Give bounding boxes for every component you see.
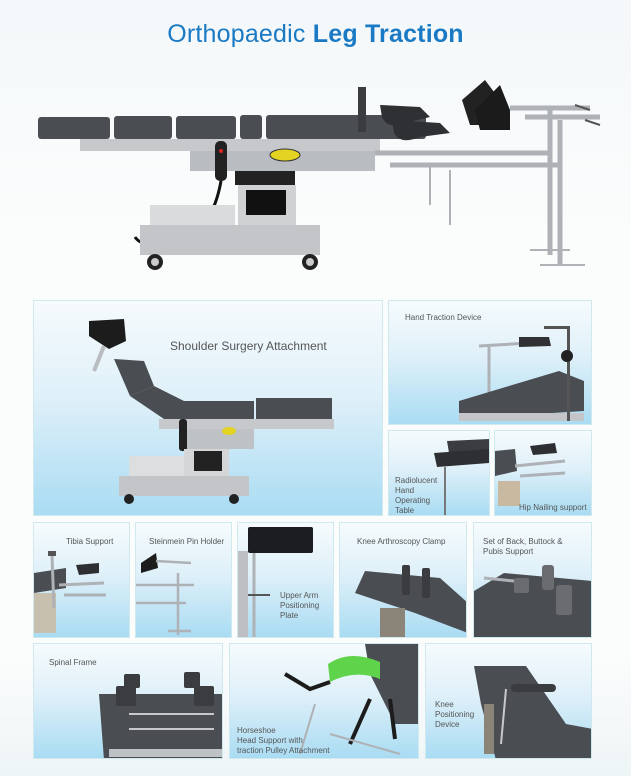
panel-tibia-support: Tibia Support bbox=[33, 522, 130, 638]
panel-back-buttock-pubis-support: Set of Back, Buttock & Pubis Support bbox=[473, 522, 592, 638]
knee-positioning-icon bbox=[474, 666, 591, 758]
tibia-support-icon bbox=[34, 551, 106, 633]
panel-knee-arthroscopy-clamp: Knee Arthroscopy Clamp bbox=[339, 522, 467, 638]
label-tibia-support: Tibia Support bbox=[66, 537, 114, 546]
panel-hand-traction-device: Hand Traction Device bbox=[388, 300, 592, 425]
operating-table-icon bbox=[38, 80, 601, 270]
panel-radiolucent-hand-operating-table: Radiolucent Hand Operating Table bbox=[388, 430, 490, 516]
shoulder-table-icon bbox=[89, 319, 334, 504]
label-knee-arthroscopy-clamp: Knee Arthroscopy Clamp bbox=[357, 537, 446, 546]
radiolucent-table-icon bbox=[434, 439, 489, 515]
title-light: Orthopaedic bbox=[167, 20, 313, 48]
panel-horseshoe-head-support: Horseshoe Head Support with traction Pul… bbox=[229, 643, 419, 759]
horseshoe-head-support-icon bbox=[283, 644, 418, 755]
upper-arm-plate-icon bbox=[238, 527, 313, 637]
label-spinal-frame: Spinal Frame bbox=[49, 658, 97, 667]
label-steinmein-pin-holder: Steinmein Pin Holder bbox=[149, 537, 225, 546]
panel-knee-positioning-device: Knee Positioning Device bbox=[425, 643, 592, 759]
label-upper-arm: Upper Arm Positioning Plate bbox=[280, 591, 320, 620]
back-buttock-support-icon bbox=[474, 565, 591, 637]
hand-traction-icon bbox=[459, 326, 584, 421]
panel-upper-arm-positioning-plate: Upper Arm Positioning Plate bbox=[237, 522, 334, 638]
label-horseshoe: Horseshoe Head Support with traction Pul… bbox=[237, 726, 330, 755]
label-hand-traction-device: Hand Traction Device bbox=[405, 313, 482, 322]
spinal-frame-icon bbox=[99, 672, 222, 758]
label-hip-nailing-support: Hip Nailing support bbox=[519, 503, 587, 512]
steinmein-pin-holder-icon bbox=[136, 553, 194, 635]
panel-steinmein-pin-holder: Steinmein Pin Holder bbox=[135, 522, 232, 638]
hero-operating-table-image bbox=[30, 75, 610, 280]
panel-shoulder-surgery-attachment: Shoulder Surgery Attachment bbox=[33, 300, 383, 516]
label-radiolucent: Radiolucent Hand Operating Table bbox=[395, 476, 438, 515]
panel-spinal-frame: Spinal Frame bbox=[33, 643, 223, 759]
page-title: Orthopaedic Leg Traction bbox=[0, 20, 631, 49]
label-shoulder-surgery-attachment: Shoulder Surgery Attachment bbox=[170, 339, 327, 353]
label-back-buttock-pubis: Set of Back, Buttock & Pubis Support bbox=[483, 537, 563, 556]
knee-arthroscopy-icon bbox=[355, 565, 466, 637]
label-knee-positioning: Knee Positioning Device bbox=[435, 700, 475, 729]
title-bold: Leg Traction bbox=[312, 20, 464, 48]
panel-hip-nailing-support: Hip Nailing support bbox=[494, 430, 592, 516]
hip-nailing-icon bbox=[495, 443, 566, 506]
